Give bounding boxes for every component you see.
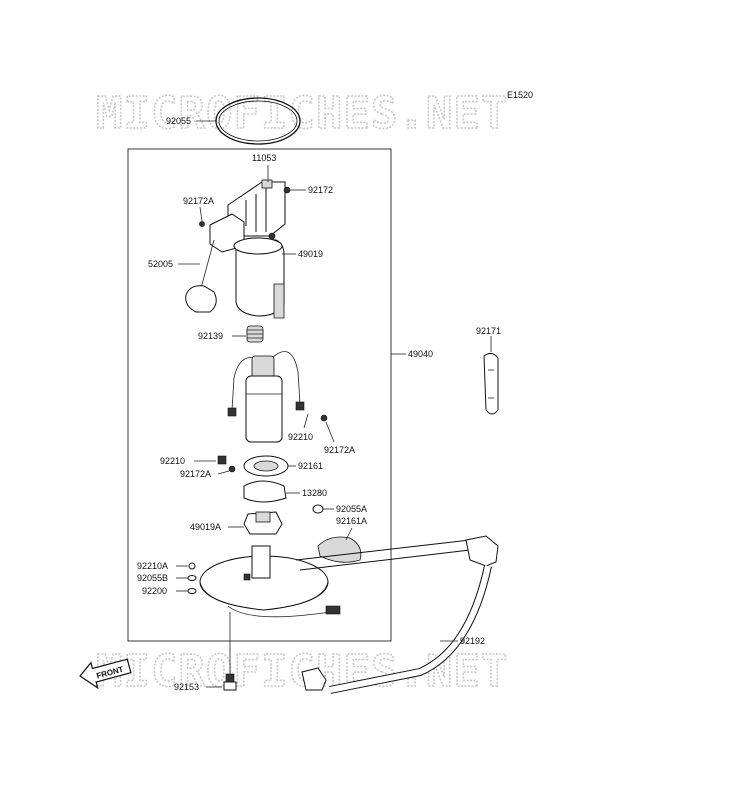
label-92171: 92171 <box>476 326 501 336</box>
front-arrow-icon: FRONT <box>79 658 132 690</box>
screw-92172A-part[interactable] <box>199 221 205 227</box>
clip-left-part[interactable] <box>217 455 227 465</box>
label-92153: 92153 <box>174 682 199 692</box>
label-92161: 92161 <box>298 461 323 471</box>
label-92210A: 92210A <box>137 561 168 571</box>
label-92200: 92200 <box>142 586 167 596</box>
plate-13280-part[interactable] <box>243 480 287 503</box>
o-ring-92055A-part[interactable] <box>312 504 324 514</box>
nut-92210A-part[interactable] <box>188 562 196 570</box>
label-13280: 13280 <box>302 488 327 498</box>
strap-92171-part[interactable] <box>483 352 499 415</box>
label-92055A: 92055A <box>336 504 367 514</box>
label-92172-top: 92172 <box>308 185 333 195</box>
fuel-pump-part[interactable] <box>227 351 305 443</box>
fuel-filter-part[interactable] <box>233 232 285 319</box>
diagram-code: E1520 <box>507 90 533 100</box>
watermark-bottom: MICROFICHES.NET <box>96 646 508 697</box>
spring-part[interactable] <box>246 325 264 343</box>
label-92210-right: 92210 <box>288 432 313 442</box>
label-52005: 52005 <box>148 259 173 269</box>
label-92161A: 92161A <box>336 516 367 526</box>
filter-screen-92161A-part[interactable] <box>317 536 362 563</box>
label-92192: 92192 <box>460 636 485 646</box>
label-92172A-left: 92172A <box>180 469 211 479</box>
screw-left-part[interactable] <box>228 465 236 473</box>
label-92172A-top: 92172A <box>183 196 214 206</box>
label-92172A-right: 92172A <box>324 445 355 455</box>
pump-base-plate-part[interactable] <box>199 545 341 618</box>
fuel-level-sender-part[interactable] <box>185 213 245 313</box>
label-11053: 11053 <box>252 153 276 163</box>
screw-right-part[interactable] <box>320 414 328 422</box>
label-92139: 92139 <box>198 331 223 341</box>
assembly-frame <box>127 148 392 642</box>
label-92055: 92055 <box>166 116 191 126</box>
washer-92200-part[interactable] <box>187 588 197 594</box>
label-49019: 49019 <box>298 249 323 259</box>
label-49019A: 49019A <box>190 522 221 532</box>
label-92210-left: 92210 <box>160 456 185 466</box>
screw-92172-part[interactable] <box>283 186 291 194</box>
washer-92055B-part[interactable] <box>187 575 197 581</box>
regulator-49019A-part[interactable] <box>243 511 283 535</box>
bolt-92153-part[interactable] <box>223 673 237 691</box>
label-49040: 49040 <box>408 349 433 359</box>
fuel-hose-part[interactable] <box>295 535 499 694</box>
watermark-top: MICROFICHES.NET <box>96 88 508 139</box>
holder-92161-part[interactable] <box>243 455 289 477</box>
label-92055B: 92055B <box>137 573 168 583</box>
